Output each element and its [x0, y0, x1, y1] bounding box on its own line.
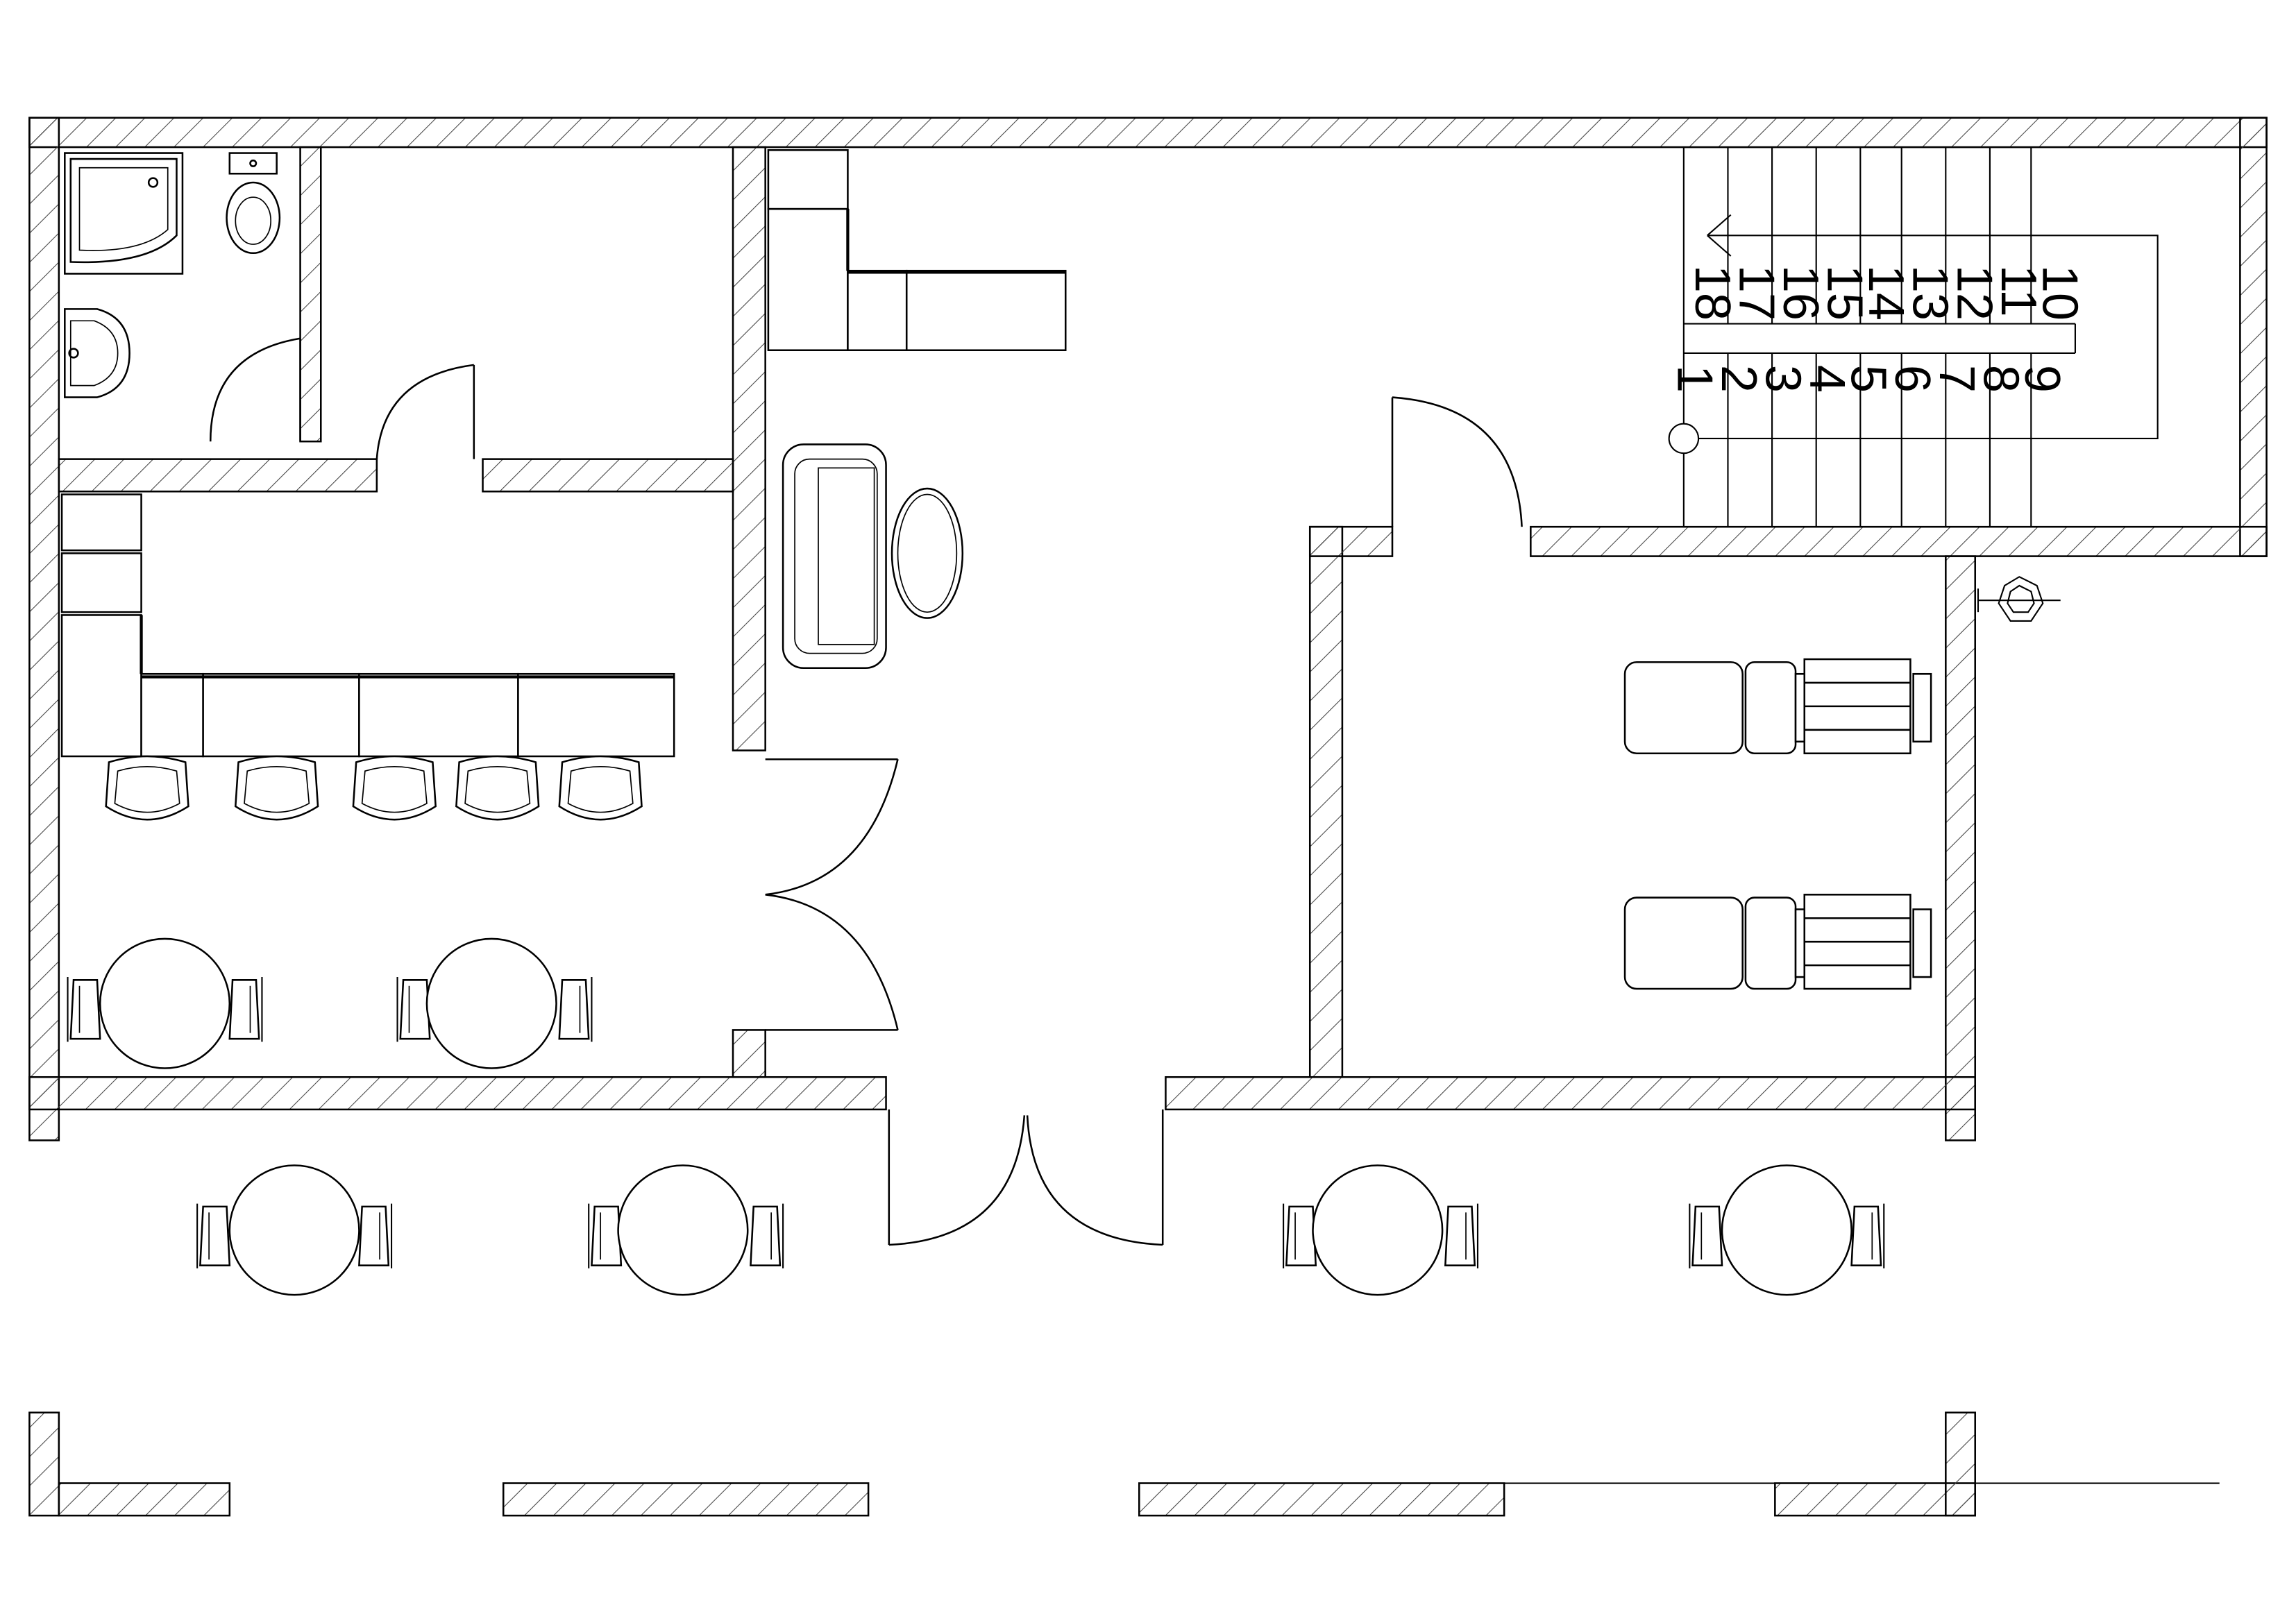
door-swing-icon [375, 364, 475, 459]
lounge-tables [67, 937, 593, 1069]
round-table-icon [1689, 1164, 1885, 1296]
stair-number: 10 [2032, 265, 2087, 321]
armchair-icon [558, 755, 643, 821]
shower-tray-icon [64, 152, 184, 275]
massage-bed-icon [1623, 658, 1932, 755]
stair-number: 5 [1841, 365, 1896, 393]
door-swing-icon [888, 1109, 1164, 1246]
stair-number: 9 [2014, 365, 2070, 393]
stair-number: 1 [1666, 365, 1722, 393]
stair-number: 18 [1685, 265, 1740, 321]
sofa-icon [782, 443, 887, 670]
lounge-shelving [60, 493, 675, 758]
door-swing-icon [765, 758, 899, 1031]
terrace-tables [196, 1164, 1885, 1296]
stair-number: 15 [1817, 265, 1873, 321]
stair-number: 8 [1973, 365, 2028, 393]
stair-number: 7 [1929, 365, 1984, 393]
round-table-icon [587, 1164, 784, 1296]
toilet-icon [226, 152, 281, 255]
staircase [1668, 146, 2241, 528]
stair-number: 13 [1902, 265, 1958, 321]
washbasin-icon [64, 308, 130, 398]
stair-number: 6 [1884, 365, 1940, 393]
coffee-table-icon [890, 487, 964, 619]
round-table-icon [67, 937, 263, 1069]
armchair-icon [455, 755, 540, 821]
round-table-icon [1282, 1164, 1479, 1296]
armchair-icon [352, 755, 437, 821]
stair-number: 4 [1799, 365, 1855, 393]
stair-arrow-icon [1683, 214, 2159, 440]
door-swing-icon [209, 337, 301, 442]
walls [28, 117, 2268, 1517]
armchair-icon [235, 755, 319, 821]
stair-number: 14 [1858, 265, 1914, 321]
stair-number: 12 [1946, 265, 2002, 321]
stair-number: 2 [1711, 365, 1766, 393]
stair-number: 11 [1991, 265, 2046, 317]
treatment-beds [1623, 658, 1932, 990]
round-table-icon [196, 1164, 393, 1296]
armchairs [105, 755, 643, 821]
reception-desk [767, 149, 1067, 351]
door-swing-icon [1391, 396, 1523, 527]
bathroom [64, 152, 281, 398]
stair-number: 17 [1728, 265, 1784, 321]
armchair-icon [105, 755, 189, 821]
stair-number: 3 [1755, 365, 1811, 393]
round-table-icon [396, 937, 593, 1069]
massage-bed-icon [1623, 894, 1932, 990]
stair-number: 16 [1773, 265, 1828, 321]
column-icon [1977, 576, 2061, 622]
doors [209, 337, 1523, 1246]
